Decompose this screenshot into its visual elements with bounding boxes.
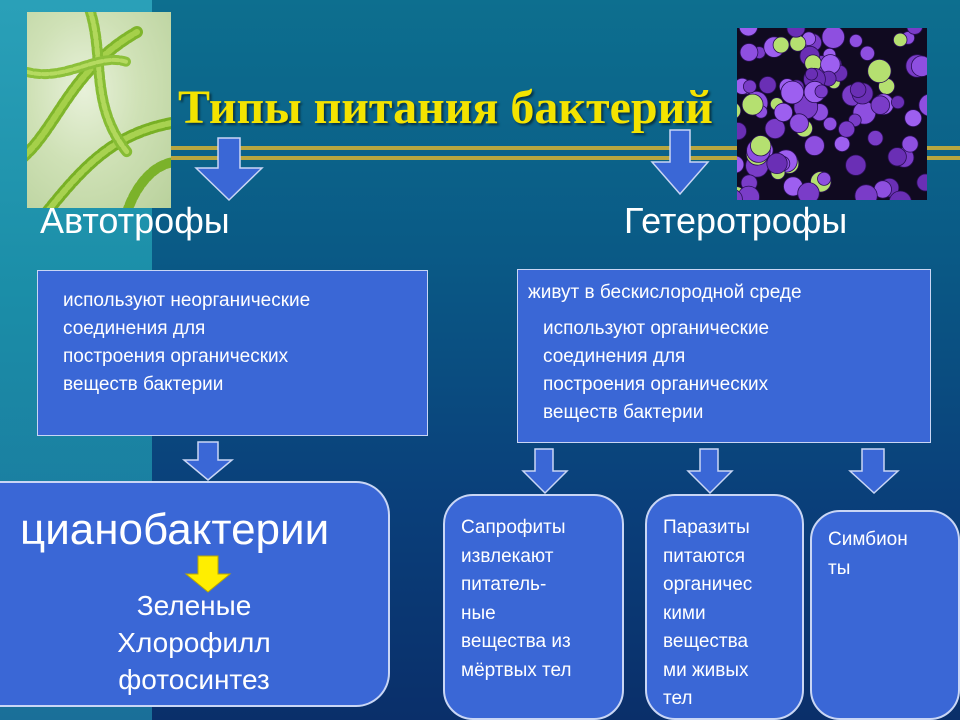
cyanobacteria-heading: цианобактерии [20, 505, 330, 554]
saprophytes-text: Сапрофиты извлекают питатель- ные вещест… [461, 517, 572, 681]
autotroph-description-box: используют неорганические соединения для… [37, 270, 428, 436]
cyanobacteria-details: Зеленые Хлорофилл фотосинтез [117, 590, 271, 695]
category-heterotrophs: Гетеротрофы [624, 200, 848, 241]
arrow-down-icon [521, 448, 569, 495]
title-underline [168, 146, 960, 150]
heterotroph-description: используют органические соединения для п… [543, 318, 770, 423]
symbionts-box: Симбион ты [810, 510, 960, 720]
arrow-down-icon [848, 448, 900, 495]
heterotroph-bacteria-photo [737, 28, 927, 200]
heterotroph-description-box: живут в бескислородной среде используют … [517, 269, 931, 443]
saprophytes-box: Сапрофиты извлекают питатель- ные вещест… [443, 494, 624, 720]
arrow-down-yellow-icon [184, 555, 232, 593]
symbionts-text: Симбион ты [828, 529, 908, 579]
parasites-text: Паразиты питаются органичес кими веществ… [663, 517, 753, 709]
page-title: Типы питания бактерий [178, 81, 713, 134]
category-autotrophs: Автотрофы [40, 200, 230, 241]
parasites-box: Паразиты питаются органичес кими веществ… [645, 494, 804, 720]
title-underline-2 [168, 156, 960, 160]
purple-cocci-image [737, 28, 927, 200]
arrow-down-icon [181, 441, 235, 481]
arrow-down-icon [650, 129, 710, 196]
heterotroph-habitat: живут в бескислородной среде [528, 282, 802, 303]
arrow-down-icon [686, 448, 734, 495]
cyanobacteria-filaments-image [27, 12, 171, 208]
autotroph-description: используют неорганические соединения для… [63, 290, 311, 395]
cyanobacteria-photo [27, 12, 171, 208]
cyanobacteria-box: цианобактерии Зеленые Хлорофилл фотосинт… [0, 481, 390, 707]
arrow-down-icon [194, 137, 264, 202]
